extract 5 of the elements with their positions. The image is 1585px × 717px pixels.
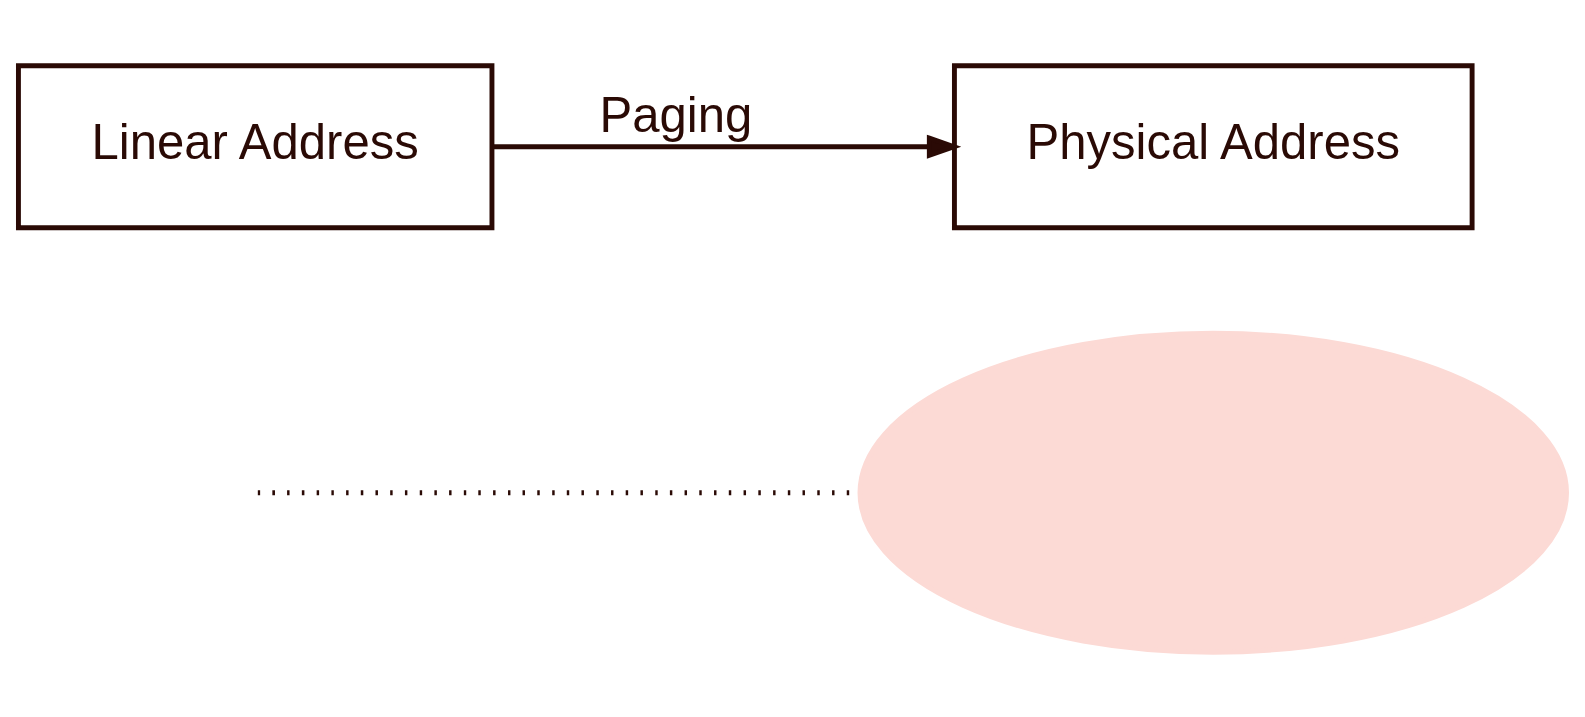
node-box: Physical Address	[951, 62, 1475, 230]
node-box: Linear Address	[16, 62, 495, 230]
arrow	[492, 134, 962, 159]
node-ellipse	[857, 330, 1569, 655]
edge-label: Paging	[599, 87, 753, 142]
